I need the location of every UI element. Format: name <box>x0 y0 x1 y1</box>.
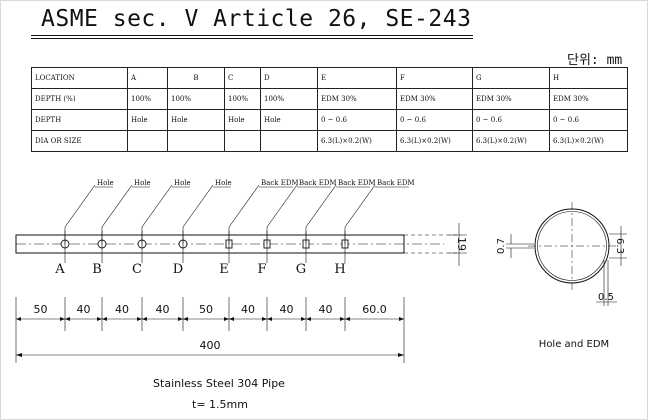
location-letter: F <box>257 262 266 277</box>
dimension-arrow <box>224 317 229 321</box>
callout-label: Back EDM <box>377 179 415 187</box>
callout-label: Hole <box>215 179 232 187</box>
title-underline-2 <box>31 38 473 39</box>
leader-line <box>182 184 214 228</box>
dimension-arrow <box>340 317 345 321</box>
section-dim-bottom: 0.5 <box>598 292 614 303</box>
location-letter: D <box>173 262 183 277</box>
dimension-arrow <box>65 317 70 321</box>
table-cell: 6.3(L)×0.2(W) <box>317 130 397 152</box>
dimension-arrow <box>398 353 404 357</box>
leader-line <box>266 184 298 228</box>
dimension-arrow <box>183 317 188 321</box>
callout-label: Hole <box>174 179 191 187</box>
dimension-arrow <box>102 317 107 321</box>
dimension-arrow <box>137 317 142 321</box>
location-letter: A <box>54 262 65 277</box>
title-underline <box>31 35 473 36</box>
segment-dimension: 50 <box>34 303 48 316</box>
dimension-arrow <box>306 317 311 321</box>
table-cell: 6.3(L)×0.2(W) <box>396 130 473 152</box>
callout-label: Back EDM <box>261 179 299 187</box>
table-cell: 6.3(L)×0.2(W) <box>549 130 628 152</box>
segment-dimension: 40 <box>319 303 333 316</box>
leader-line <box>344 184 376 228</box>
callout-label: Back EDM <box>299 179 337 187</box>
callout-label: Back EDM <box>338 179 376 187</box>
leader-line <box>141 184 173 228</box>
dimension-arrow <box>262 317 267 321</box>
total-length-label: 400 <box>200 339 221 352</box>
location-letter: B <box>92 262 102 277</box>
dimension-arrow <box>301 317 306 321</box>
dimension-arrow <box>142 317 147 321</box>
leader-line <box>101 184 133 228</box>
dimension-arrow <box>345 317 350 321</box>
leader-line <box>228 184 260 228</box>
dimension-arrow <box>97 317 102 321</box>
table-cell: 6.3(L)×0.2(W) <box>472 130 550 152</box>
segment-dimension: 40 <box>280 303 294 316</box>
unit-label: 단위: mm <box>567 53 623 68</box>
leader-line <box>305 184 337 228</box>
callout-label: Hole <box>134 179 151 187</box>
thickness-caption: t= 1.5mm <box>192 398 248 411</box>
segment-dimension: 40 <box>156 303 170 316</box>
segment-dimension: 40 <box>115 303 129 316</box>
dimension-arrow <box>267 317 272 321</box>
segment-dimension: 60.0 <box>362 303 387 316</box>
material-caption: Stainless Steel 304 Pipe <box>153 377 285 390</box>
dimension-arrow <box>16 317 21 321</box>
dimension-arrow <box>178 317 183 321</box>
dimension-arrow <box>229 317 234 321</box>
segment-dimension: 50 <box>199 303 213 316</box>
drawing-title: ASME sec. V Article 26, SE-243 <box>41 6 472 32</box>
segment-dimension: 40 <box>77 303 91 316</box>
table-row: DEPTH (%)100%100%100%100%EDM 30%EDM 30%E… <box>31 88 628 110</box>
pipe-diameter-label: 19 <box>455 237 468 251</box>
section-dim-left: 0.7 <box>496 238 507 254</box>
section-label: Hole and EDM <box>539 339 609 350</box>
section-inner-circle <box>537 211 607 281</box>
location-letter: C <box>132 262 142 277</box>
callout-label: Hole <box>97 179 114 187</box>
dimension-arrow <box>60 317 65 321</box>
location-letter: G <box>296 262 306 277</box>
location-letter: H <box>334 262 345 277</box>
dimension-arrow <box>399 317 404 321</box>
section-dim-right: 6.3 <box>614 238 625 254</box>
leader-line <box>64 184 96 228</box>
location-letter: E <box>219 262 229 277</box>
segment-dimension: 40 <box>241 303 255 316</box>
dimension-arrow <box>16 353 22 357</box>
